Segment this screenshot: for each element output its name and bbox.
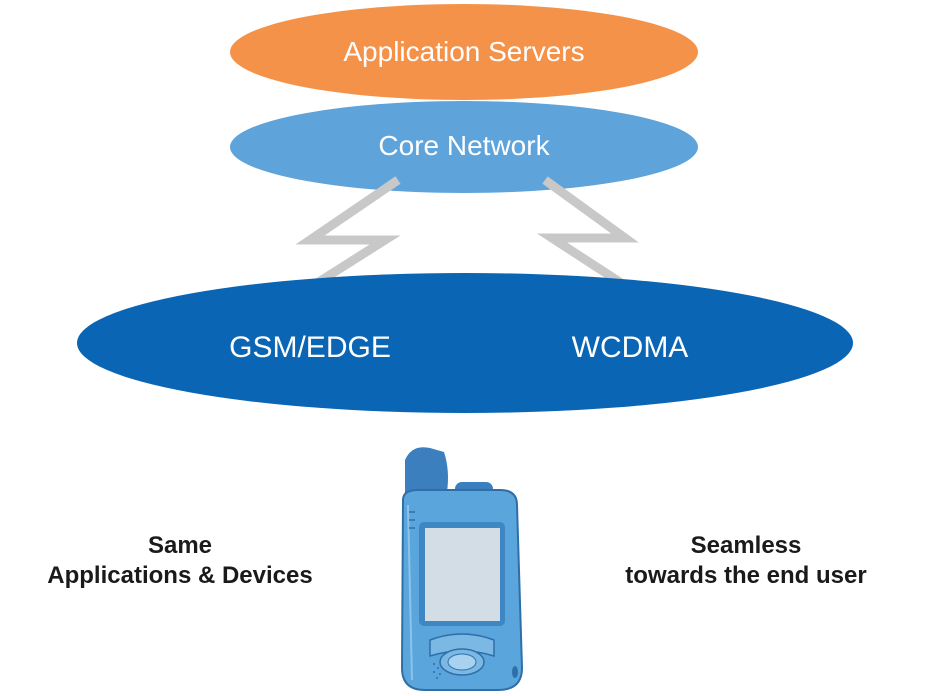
- left-caption-line2: Applications & Devices: [47, 562, 313, 589]
- mobile-handset-icon: [400, 447, 524, 691]
- application-servers-label: Application Servers: [343, 36, 585, 67]
- application-servers-node: [230, 4, 698, 100]
- core-network-node: [230, 101, 698, 193]
- left-caption-line1: Same: [147, 532, 213, 559]
- wcdma-label: WCDMA: [571, 331, 689, 364]
- left-caption: Same Applications & Devices: [0, 531, 360, 591]
- core-network-label: Core Network: [378, 130, 550, 161]
- access-network-node: [77, 273, 853, 413]
- right-caption-line1: Seamless: [690, 532, 802, 559]
- gsm-edge-label: GSM/EDGE: [229, 331, 391, 364]
- right-caption-line2: towards the end user: [625, 562, 867, 589]
- right-caption: Seamless towards the end user: [574, 531, 918, 591]
- link-wcdma: [536, 176, 639, 296]
- link-gsm-edge: [295, 176, 401, 296]
